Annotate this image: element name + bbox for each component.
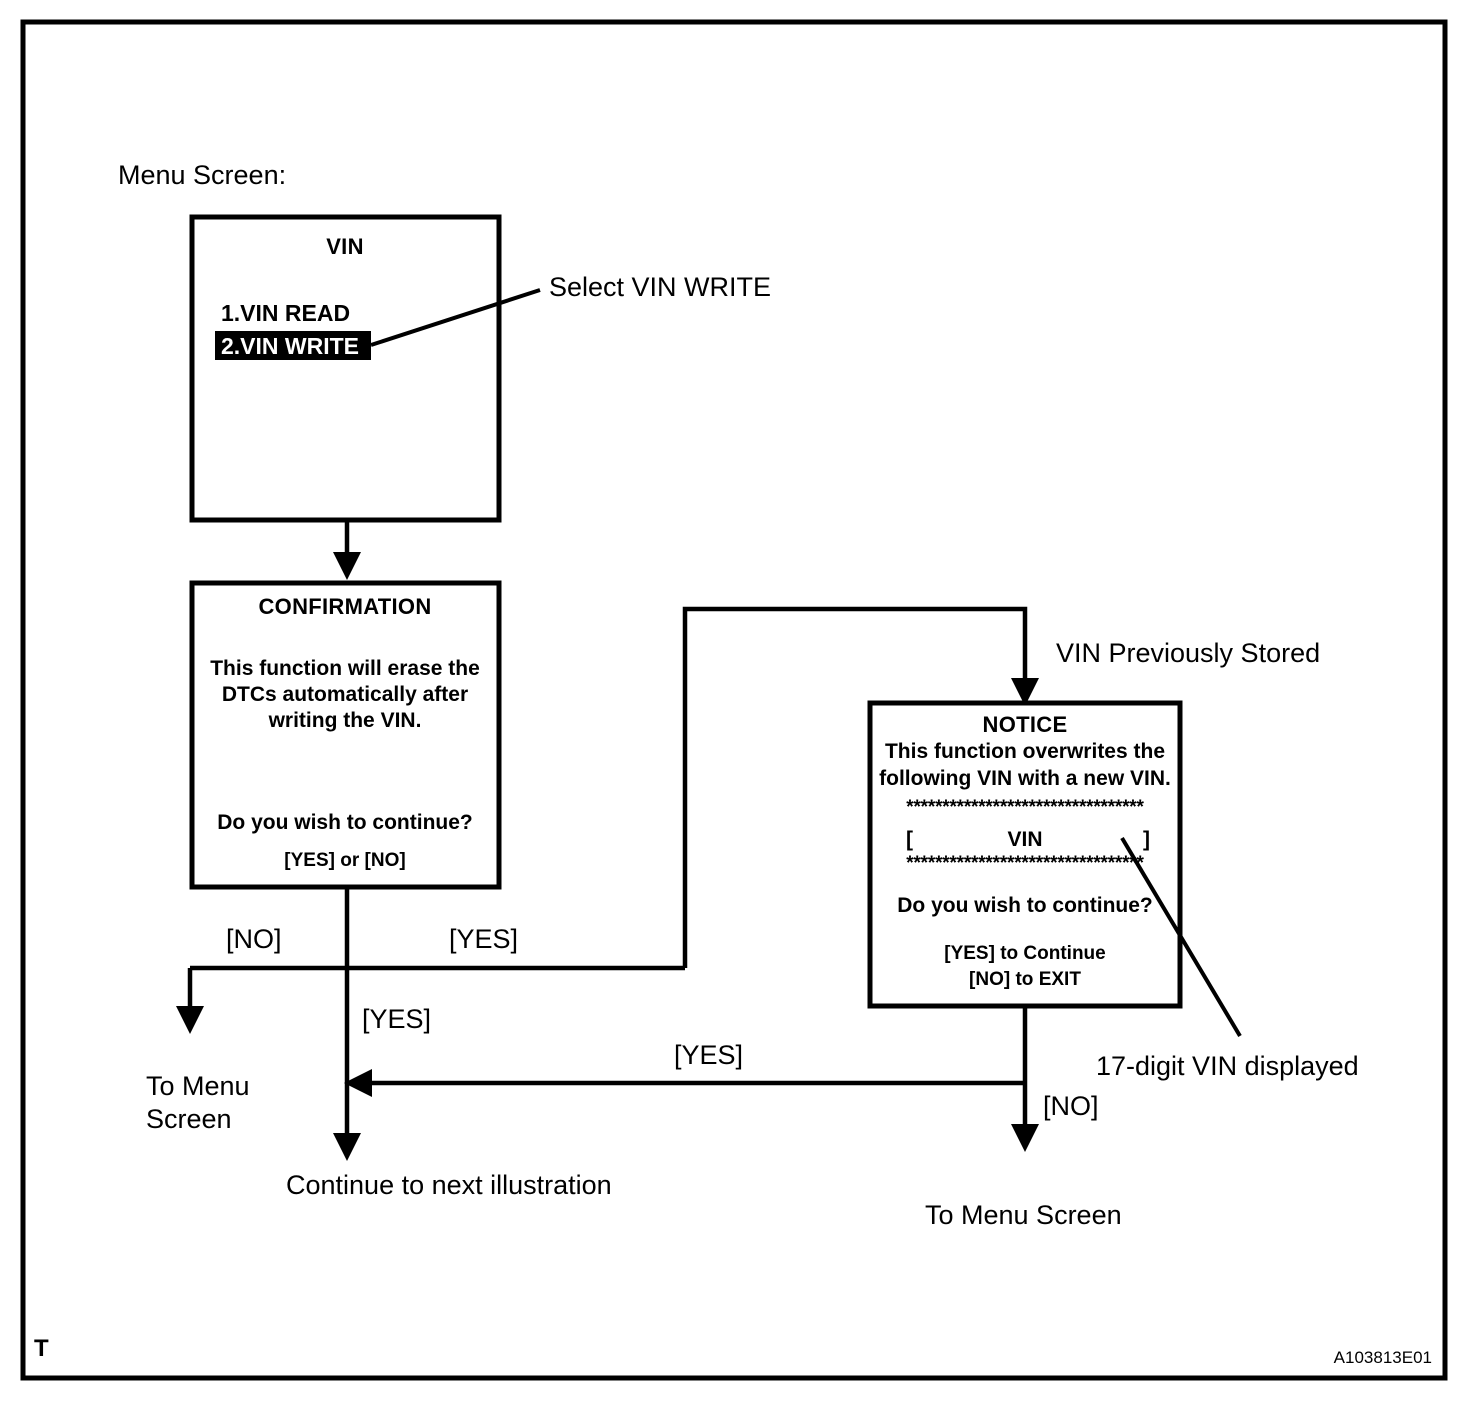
menu-item-vin-read[interactable]: 1.VIN READ: [221, 300, 350, 326]
notice-vin-value: VIN: [1007, 828, 1042, 851]
page-border: [20, 19, 1448, 1381]
menu-item-vin-write[interactable]: 2.VIN WRITE: [221, 333, 359, 359]
select-vin-write-leader-line: [370, 288, 541, 347]
confirmation-body-line-1: This function will erase the: [210, 657, 480, 680]
arrowhead-confirmation-no: [176, 1006, 204, 1034]
terminal-continue-next-illustration: Continue to next illustration: [286, 1170, 612, 1200]
corner-mark: T: [34, 1335, 49, 1362]
notice-separator-bottom: *********************************: [906, 853, 1144, 874]
notice-body-line-2: following VIN with a new VIN.: [879, 767, 1171, 790]
notice-separator-top: *********************************: [906, 797, 1144, 818]
notice-title: NOTICE: [983, 712, 1068, 737]
edge-label-notice-no: [NO]: [1043, 1091, 1099, 1121]
arrowhead-confirmation-yes-to-notice: [1011, 678, 1039, 706]
seventeen-digit-vin-leader-line: [1120, 836, 1242, 1038]
callout-vin-previously-stored: VIN Previously Stored: [1056, 638, 1320, 668]
arrowhead-notice-no: [1011, 1124, 1039, 1152]
confirmation-body-line-3: writing the VIN.: [268, 709, 422, 732]
confirmation-title: CONFIRMATION: [258, 594, 431, 619]
callout-select-vin-write: Select VIN WRITE: [549, 272, 771, 302]
edge-label-confirmation-yes-down: [YES]: [362, 1004, 431, 1034]
confirmation-body-line-2: DTCs automatically after: [222, 683, 468, 706]
vin-menu-title: VIN: [326, 234, 364, 259]
terminal-to-menu-screen-left-line-1: To Menu: [146, 1071, 250, 1101]
notice-choice-yes: [YES] to Continue: [944, 943, 1105, 964]
notice-screen: [867, 700, 1183, 1009]
notice-question: Do you wish to continue?: [897, 894, 1153, 917]
notice-vin-open-bracket: [: [906, 828, 913, 851]
confirmation-question: Do you wish to continue?: [217, 811, 473, 834]
edge-confirmation-yes-to-notice: [682, 606, 1028, 968]
figure-code: A103813E01: [1334, 1348, 1432, 1367]
callout-17-digit-vin: 17-digit VIN displayed: [1096, 1051, 1359, 1081]
notice-body-line-1: This function overwrites the: [885, 740, 1165, 763]
edge-label-notice-yes: [YES]: [674, 1040, 743, 1070]
edge-label-confirmation-yes-right: [YES]: [449, 924, 518, 954]
edge-label-confirmation-no: [NO]: [226, 924, 282, 954]
vin-menu-screen: [189, 214, 502, 523]
notice-choice-no: [NO] to EXIT: [969, 969, 1081, 990]
arrowhead-vin-to-confirmation: [333, 552, 361, 580]
confirmation-choices: [YES] or [NO]: [284, 850, 405, 871]
terminal-to-menu-screen-left-line-2: Screen: [146, 1104, 232, 1134]
menu-selection-highlight: [215, 331, 371, 360]
confirmation-screen: [189, 580, 502, 890]
menu-screen-caption: Menu Screen:: [118, 160, 286, 190]
notice-vin-close-bracket: ]: [1143, 828, 1150, 851]
terminal-to-menu-screen-right: To Menu Screen: [925, 1200, 1122, 1230]
arrowhead-notice-yes: [344, 1069, 372, 1097]
arrowhead-continue-next-illustration: [333, 1133, 361, 1161]
